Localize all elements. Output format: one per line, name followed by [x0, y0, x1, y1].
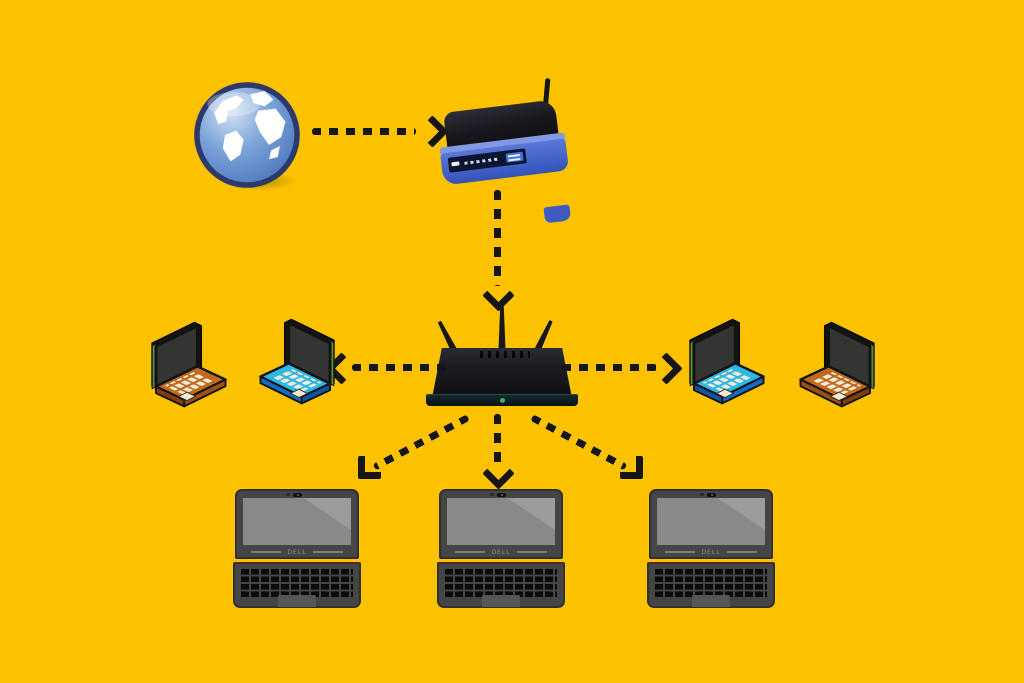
- router-body: [432, 348, 572, 398]
- mini-laptop-left-cyan: [252, 317, 346, 407]
- router-vents: [479, 351, 530, 358]
- arrow-dash-line: [312, 128, 416, 135]
- router-antenna-center: [498, 306, 506, 362]
- mini-laptop-left-orange: [140, 320, 234, 410]
- screen-glare: [303, 498, 351, 530]
- dell-laptop-2: DELL: [437, 489, 565, 611]
- screen-glare: [507, 498, 555, 530]
- laptop-lid: DELL: [649, 489, 773, 559]
- arrow-head-down-left: [358, 456, 381, 479]
- arrow-dash-line: [494, 190, 501, 286]
- webcam-icon: [497, 492, 506, 497]
- dell-laptop-1: DELL: [233, 489, 361, 611]
- trackpad: [482, 595, 520, 607]
- arrow-dash-line: [562, 364, 657, 371]
- modem-panel-text: [464, 157, 499, 165]
- modem-logo-mark: [451, 161, 460, 167]
- trackpad: [692, 595, 730, 607]
- arrow-dash-line: [352, 364, 447, 371]
- speaker-grill-left: [251, 551, 281, 553]
- speaker-grill-left: [665, 551, 695, 553]
- keyboard: [655, 568, 767, 597]
- arrow-head-down-right: [620, 456, 643, 479]
- speaker-grill-left: [455, 551, 485, 553]
- brand-label: DELL: [491, 548, 511, 556]
- laptop-base: [437, 562, 565, 608]
- laptop-screen: [243, 498, 351, 545]
- arrow-dash-line: [530, 414, 628, 471]
- brand-label: DELL: [701, 548, 721, 556]
- modem-front-panel: [447, 148, 527, 173]
- webcam-dot: [286, 493, 290, 496]
- webcam-icon: [293, 492, 302, 497]
- webcam-dot: [700, 493, 704, 496]
- webcam-dot: [490, 493, 494, 496]
- modem-status-lights: [505, 151, 524, 163]
- modem-body: [435, 99, 572, 224]
- wireless-modem-icon: [436, 76, 586, 224]
- brand-label: DELL: [287, 548, 307, 556]
- laptop-lid: DELL: [235, 489, 359, 559]
- arrow-dash-line: [494, 414, 501, 470]
- laptop-base: [233, 562, 361, 608]
- router-base-bar: [426, 394, 578, 406]
- router-status-led: [499, 398, 505, 403]
- dell-laptop-3: DELL: [647, 489, 775, 611]
- mini-laptop-right-orange: [792, 320, 886, 410]
- globe-icon: [194, 82, 300, 188]
- laptop-screen: [447, 498, 555, 545]
- arrow-head-down: [482, 457, 515, 490]
- trackpad: [278, 595, 316, 607]
- laptop-base: [647, 562, 775, 608]
- keyboard: [445, 568, 557, 597]
- laptop-screen: [657, 498, 765, 545]
- speaker-grill-right: [313, 551, 343, 553]
- mini-laptop-right-cyan: [678, 317, 772, 407]
- laptop-lid: DELL: [439, 489, 563, 559]
- speaker-grill-right: [727, 551, 757, 553]
- modem-foot: [543, 204, 572, 224]
- speaker-grill-right: [517, 551, 547, 553]
- arrow-dash-line: [372, 414, 470, 471]
- screen-glare: [717, 498, 765, 530]
- keyboard: [241, 568, 353, 597]
- wifi-router-icon: [412, 304, 592, 412]
- webcam-icon: [707, 492, 716, 497]
